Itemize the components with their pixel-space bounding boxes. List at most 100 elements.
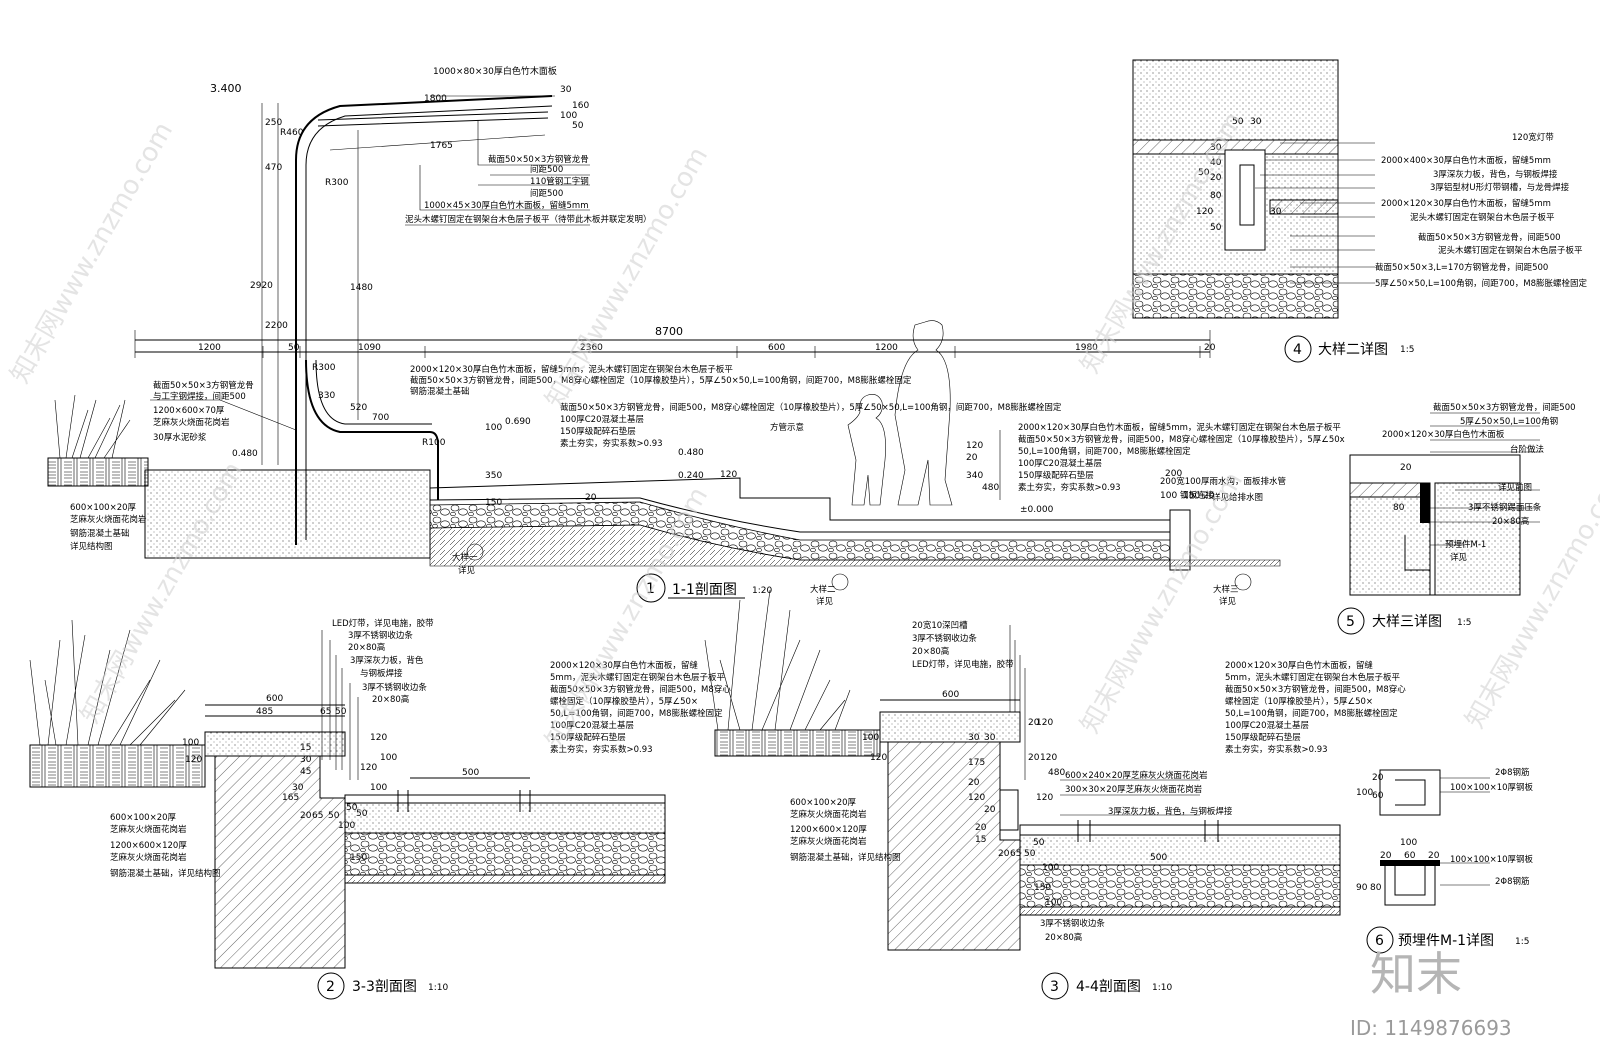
- d6-callout-2: 100×100×10厚钢板: [1450, 782, 1534, 793]
- top-elevation: 3.400: [210, 82, 242, 95]
- left-grass: [54, 394, 131, 459]
- s33-ct-4: 3厚深灰力板，背色: [350, 655, 424, 666]
- seg-1200-b: 1200: [875, 343, 898, 353]
- s33-cr-6: 100厚C20混凝土基层: [550, 720, 634, 731]
- d6-callout-4: 2Φ8钢筋: [1495, 876, 1530, 887]
- s44-dv-6: 120: [968, 793, 985, 803]
- d4-dim-30a: 30: [1250, 117, 1262, 127]
- s44-dv-8: 30: [984, 733, 996, 743]
- canopy-steel-frame: [295, 95, 553, 545]
- s33-deck: [344, 794, 666, 804]
- mid-dim-100: 100: [1160, 491, 1177, 501]
- s44-dim-500: 500: [1150, 853, 1167, 863]
- s33-dv-3: 30: [300, 755, 312, 765]
- s33-ct-7: 20×80高: [372, 694, 409, 705]
- soil-layer: [429, 524, 1281, 567]
- s44-title: 4-4剖面图: [1076, 979, 1141, 995]
- d5-callout-8: 预埋件M-1: [1445, 539, 1486, 550]
- s33-cr-5: 50,L=100角钢，间距700，M8膨胀螺栓固定: [550, 708, 723, 719]
- s44-cm-1: 600×240×20厚芝麻灰火烧面花岗岩: [1065, 770, 1208, 781]
- dim-520: 520: [350, 403, 367, 413]
- d4-dim-50c: 50: [1210, 223, 1222, 233]
- section-1-1-labels: 1000×80×30厚白色竹木面板 3.400 1800 1765 R460 R…: [70, 65, 1345, 607]
- s44-number: 3: [1050, 979, 1059, 995]
- s33-dv-10: 50: [328, 811, 340, 821]
- seg-2360: 2360: [580, 343, 603, 353]
- brand-logo: 知末: [1370, 947, 1462, 1001]
- s33-dv-4: 45: [300, 767, 311, 777]
- d6-dim-80: 80: [1370, 883, 1382, 893]
- dim-2200: 2200: [265, 321, 288, 331]
- d6-scale: 1:5: [1515, 937, 1529, 947]
- s33-cr-3: 截面50×50×3方钢管龙骨，间距500，M8穿心: [550, 684, 731, 695]
- deck-underlayer: [429, 497, 1170, 533]
- s44-dv-17: 65: [1010, 849, 1021, 859]
- s44-dv-13: 100: [862, 733, 879, 743]
- s44-dv-10: 120: [1040, 753, 1057, 763]
- d4-callout-3: 3厚深灰力板，背色，与钢板焊接: [1433, 169, 1558, 180]
- left-label-2: 与工字钢焊接，间距500: [153, 391, 246, 402]
- image-id: ID: 1149876693: [1350, 1016, 1512, 1040]
- s33-dv-9: 65: [312, 811, 323, 821]
- d6-dim-90: 90: [1356, 883, 1368, 893]
- left-label-3: 1200×600×70厚: [153, 406, 225, 416]
- d5-dim-20: 20: [1400, 463, 1412, 473]
- tag-3-ref: 详见: [1219, 596, 1237, 607]
- s44-dv-9: 20: [1028, 753, 1040, 763]
- d6-plate: [1380, 860, 1440, 866]
- dim-r300-b: R300: [312, 363, 336, 373]
- d6-plan: [1379, 769, 1441, 816]
- s44-foundation: [887, 741, 1021, 951]
- d4-callout-1: 120宽灯带: [1512, 132, 1554, 143]
- left-label-9: 详见结构图: [70, 541, 113, 552]
- s33-dv-7: 165: [282, 793, 299, 803]
- mid-dim-200: 200: [1165, 469, 1182, 479]
- s44-ct-4: LED灯带，详见电施，胶带: [912, 659, 1014, 670]
- s33-dv-11: 120: [360, 763, 377, 773]
- dim-20-mid: 20: [585, 493, 597, 503]
- drain-note-1: 200宽100厚雨水沟，面板排水管: [1160, 476, 1286, 487]
- s44-coping: [879, 711, 1021, 743]
- d5-callout-4: 台阶做法: [1510, 444, 1544, 455]
- d6-dim-100a: 100: [1356, 788, 1373, 798]
- d6-dim-20b: 20: [1380, 851, 1392, 861]
- s33-dv-13: 100: [370, 783, 387, 793]
- canopy-panel: [317, 111, 549, 127]
- deck-surface: [429, 477, 1170, 521]
- tag-3: 大样三: [1213, 584, 1239, 595]
- s44-dv-2: 120: [1036, 718, 1053, 728]
- canopy-panel-label: 1000×80×30厚白色竹木面板: [433, 65, 557, 77]
- left-label-7: 芝麻灰火烧面花岗岩: [70, 514, 147, 525]
- d4-callout-4: 3厚铝型材U形灯带钢槽，与龙骨焊接: [1430, 182, 1570, 193]
- dim-1765: 1765: [430, 141, 453, 151]
- left-label-5: 30厚水泥砂浆: [153, 432, 207, 443]
- left-label-8: 钢筋混凝土基础: [70, 528, 130, 539]
- s33-dim-50: 50: [335, 707, 347, 717]
- s44-dv-19: 150: [1034, 883, 1051, 893]
- s44-dv-16: 20: [998, 849, 1010, 859]
- s44-dv-18: 50: [1024, 849, 1036, 859]
- s44-dv-11: 480: [1048, 768, 1065, 778]
- d6-dim-20c: 20: [1428, 851, 1440, 861]
- s44-dv-1: 20: [1028, 718, 1040, 728]
- dim-100: 100: [485, 423, 502, 433]
- mid-dim-120: 120: [720, 470, 737, 480]
- s33-dv-2: 15: [300, 743, 311, 753]
- s44-scale: 1:10: [1152, 983, 1172, 993]
- left-planter: [47, 457, 149, 487]
- right-drain: [1169, 509, 1191, 571]
- s33-dv-15: 100: [338, 821, 355, 831]
- bench-frame: [305, 359, 439, 500]
- section-1-1-number-circle: [636, 573, 666, 603]
- mid-dim-120b: 120: [966, 441, 983, 451]
- dim-r300: R300: [325, 178, 349, 188]
- steel-plate-note: 钢板连接: [1180, 490, 1215, 501]
- s33-dv-16: 50: [346, 803, 358, 813]
- s44-cl-5: 钢筋混凝土基础，详见结构图: [790, 852, 901, 863]
- s33-dv-18: 50: [356, 809, 368, 819]
- dim-700: 700: [372, 413, 389, 423]
- section-1-1-scale: 1:20: [752, 586, 772, 596]
- d6-dim-100b: 100: [1400, 838, 1417, 848]
- s33-dim-600: 600: [266, 694, 283, 704]
